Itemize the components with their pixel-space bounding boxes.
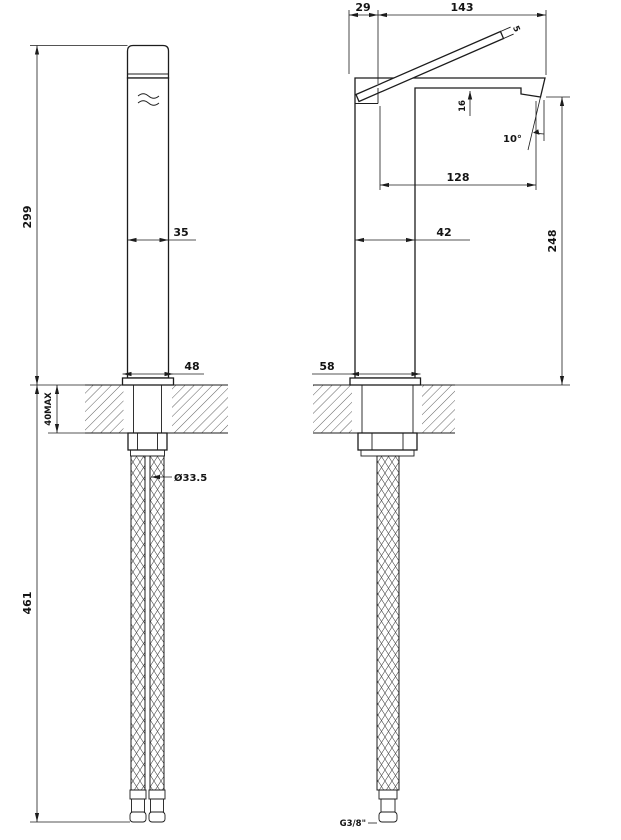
front-aerator-mark [137,93,160,106]
side-washer [360,449,415,457]
dim-outlet-to-deck: 248 [546,230,559,253]
side-deck-hatch [313,384,455,434]
front-hose-fittings [129,789,166,823]
dim-outlet-height: 16 [458,100,468,112]
dim-counter-max: 40MAX [44,392,54,426]
dim-thread-size: G3/8" [340,819,366,829]
dim-handle-offset: 29 [355,1,370,14]
side-hose-fitting [378,789,398,823]
side-faucet-outline [349,26,546,386]
dim-base-width: 48 [184,360,199,373]
front-mounting-nut [127,432,168,451]
dim-lever-thickness: 5 [510,24,522,34]
side-mounting-nut [357,432,418,451]
front-hoses [130,455,165,791]
front-view: 299 461 40MAX 35 48 Ø33.5 [21,44,228,823]
front-deck-hatch [85,384,228,434]
dim-overall-height: 299 [21,206,34,229]
dim-hose-length: 461 [21,592,34,615]
dim-base-depth: 58 [319,360,334,373]
front-handle-cap [126,44,170,79]
side-dimensions: 29 143 5 16 10° 128 42 [312,1,570,829]
front-faucet-outline [121,44,175,386]
side-escutcheon [349,377,422,386]
dim-spout-angle: 10° [503,134,522,145]
front-body [126,77,170,379]
front-escutcheon [121,377,175,386]
side-view: 29 143 5 16 10° 128 42 [312,1,570,829]
dim-spout-width: 35 [173,226,188,239]
front-dimensions: 299 461 40MAX 35 48 Ø33.5 [21,45,207,823]
dim-spout-reach: 143 [451,1,474,14]
dim-body-depth: 42 [436,226,451,239]
side-hose [376,455,400,791]
side-undercounter-parts [357,385,418,823]
dim-spout-projection: 128 [447,171,470,184]
front-washer [130,449,165,457]
front-undercounter-parts [127,385,168,823]
dim-shank-diameter: Ø33.5 [174,472,207,484]
